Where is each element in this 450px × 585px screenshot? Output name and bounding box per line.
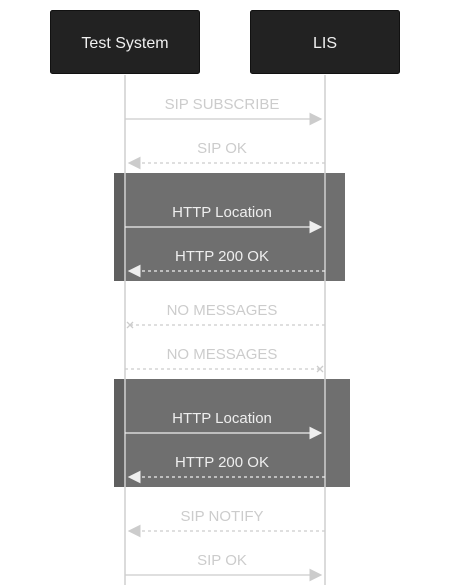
message-label: HTTP Location [172,410,272,427]
message-label: SIP OK [197,140,247,157]
message-7: HTTP Location [125,410,323,440]
message-label: HTTP Location [172,204,272,221]
participant-test-system-label: Test System [81,35,168,52]
message-label: SIP NOTIFY [180,508,263,525]
message-6: NO MESSAGES [125,346,324,373]
participant-test-system: Test System [50,10,200,74]
message-9: SIP NOTIFY [127,508,325,538]
message-label: HTTP 200 OK [175,454,269,471]
lost-message-cross-icon [316,365,324,373]
message-label: NO MESSAGES [167,346,278,363]
participant-lis-label: LIS [313,35,337,52]
message-5: NO MESSAGES [126,302,325,329]
message-label: NO MESSAGES [167,302,278,319]
message-4: HTTP 200 OK [127,248,325,278]
message-label: SIP SUBSCRIBE [165,96,280,113]
message-1: SIP SUBSCRIBE [125,96,323,126]
message-3: HTTP Location [125,204,323,234]
message-label: HTTP 200 OK [175,248,269,265]
message-10: SIP OK [125,552,323,582]
message-2: SIP OK [127,140,325,170]
lost-message-cross-icon [126,321,134,329]
participant-lis: LIS [250,10,400,74]
message-label: SIP OK [197,552,247,569]
message-8: HTTP 200 OK [127,454,325,484]
